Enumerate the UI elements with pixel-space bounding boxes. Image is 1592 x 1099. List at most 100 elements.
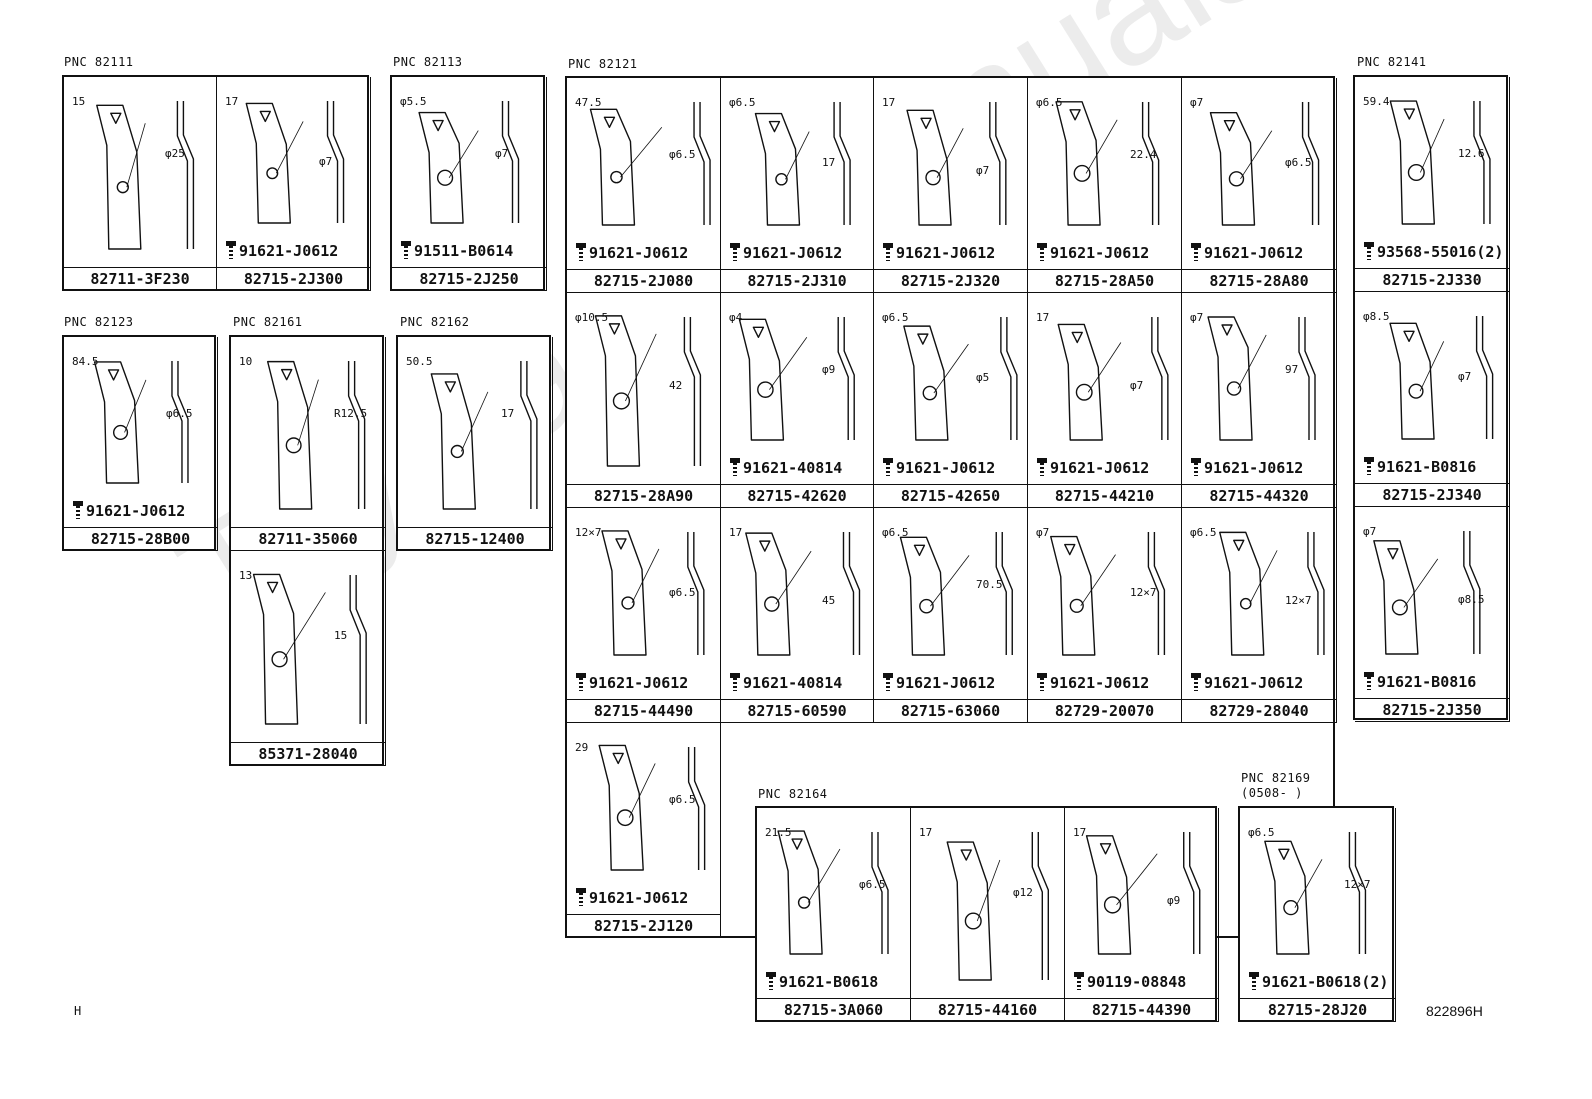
bolt-callout[interactable]: 91621-B0816 <box>1363 457 1476 476</box>
mount-tab <box>444 381 457 393</box>
part-illustration <box>589 102 711 226</box>
bolt-callout[interactable]: 91621-J0612 <box>1036 458 1149 477</box>
bolt-callout[interactable]: 91621-J0612 <box>575 673 688 692</box>
part-number[interactable]: 82715-2J320 <box>900 272 1001 290</box>
dimension-label: 97 <box>1285 363 1299 376</box>
bolt-callout[interactable]: 91621-J0612 <box>1036 243 1149 262</box>
part-number[interactable]: 82715-28A50 <box>1054 272 1155 290</box>
hole-marker <box>266 167 279 180</box>
part-number[interactable]: 82715-42620 <box>747 487 847 505</box>
bolt-callout[interactable]: 91621-J0612 <box>882 673 995 692</box>
bolt-callout[interactable]: 91511-B0614 <box>400 241 513 260</box>
bolt-callout[interactable]: 91621-J0612 <box>575 243 688 262</box>
bolt-callout[interactable]: 91621-J0612 <box>1036 673 1149 692</box>
part-number[interactable]: 82715-2J120 <box>593 917 694 935</box>
side-profile <box>347 361 366 509</box>
bolt-callout[interactable]: 91621-J0612 <box>225 241 338 260</box>
part-number[interactable]: 82715-28A80 <box>1209 272 1309 290</box>
bolt-part-number: 91621-J0612 <box>1204 244 1304 262</box>
part-number[interactable]: 82715-44210 <box>1054 487 1155 505</box>
part-number[interactable]: 82715-2J300 <box>243 270 344 288</box>
dimension-label: 10 <box>239 355 253 368</box>
part-number[interactable]: 82715-12400 <box>425 530 525 548</box>
bolt-callout[interactable]: 93568-55016(2) <box>1363 242 1503 261</box>
bolt-callout[interactable]: 91621-J0612 <box>729 243 842 262</box>
bolt-callout[interactable]: 91621-J0612 <box>1190 673 1303 692</box>
part-number[interactable]: 82715-28B00 <box>90 530 191 548</box>
bolt-callout[interactable]: 91621-J0612 <box>882 458 995 477</box>
part-number[interactable]: 82715-44490 <box>593 702 694 720</box>
bolt-callout[interactable]: 91621-40814 <box>729 458 842 477</box>
part-number[interactable]: 82715-60590 <box>747 702 847 720</box>
part-number[interactable]: 82715-2J330 <box>1382 271 1482 289</box>
part-number[interactable]: 82711-35060 <box>258 530 358 548</box>
bolt-callout[interactable]: 91621-B0618 <box>765 972 878 991</box>
part-number[interactable]: 82715-28A90 <box>593 487 694 505</box>
part-number[interactable]: 82715-2J310 <box>747 272 847 290</box>
bracket-outline <box>906 109 952 226</box>
bolt-callout[interactable]: 91621-J0612 <box>72 501 185 520</box>
part-number[interactable]: 85371-28040 <box>258 745 358 763</box>
part-number[interactable]: 82715-3A060 <box>783 1001 884 1019</box>
part-number[interactable]: 82715-44390 <box>1091 1001 1192 1019</box>
dimension-label: φ7 <box>319 155 333 168</box>
bolt-callout[interactable]: 91621-J0612 <box>575 888 688 907</box>
part-number[interactable]: 82715-63060 <box>900 702 1001 720</box>
bolt-callout[interactable]: 91621-B0816 <box>1363 672 1476 691</box>
side-profile <box>837 317 855 440</box>
bolt-callout[interactable]: 91621-B0618(2) <box>1248 972 1388 991</box>
part-number[interactable]: 82711-3F230 <box>90 270 190 288</box>
part-number[interactable]: 82715-2J350 <box>1382 701 1482 719</box>
bolt-callout[interactable]: 91621-40814 <box>729 673 842 692</box>
part-number[interactable]: 82715-44320 <box>1209 487 1309 505</box>
mount-tab <box>432 119 444 132</box>
bolt-callout[interactable]: 91621-J0612 <box>882 243 995 262</box>
part-number[interactable]: 82715-28J20 <box>1267 1001 1368 1019</box>
part-number[interactable]: 82715-2J340 <box>1382 486 1482 504</box>
bolt-callout[interactable]: 90119-08848 <box>1073 972 1186 991</box>
side-profile <box>693 102 711 225</box>
leader-line <box>1087 342 1122 393</box>
part-number[interactable]: 82715-42650 <box>900 487 1001 505</box>
part-number[interactable]: 82715-2J250 <box>419 270 519 288</box>
part-illustration <box>93 361 189 484</box>
side-profile <box>171 361 189 483</box>
bolt-callout[interactable]: 91621-J0612 <box>1190 458 1303 477</box>
part-number[interactable]: 82729-28040 <box>1209 702 1309 720</box>
part-number[interactable]: 82729-20070 <box>1054 702 1155 720</box>
bolt-callout[interactable]: 91621-J0612 <box>1190 243 1303 262</box>
bolt-part-number: 91621-J0612 <box>896 244 996 262</box>
part-number[interactable]: 82715-44160 <box>937 1001 1038 1019</box>
part-number[interactable]: 82715-2J080 <box>593 272 694 290</box>
